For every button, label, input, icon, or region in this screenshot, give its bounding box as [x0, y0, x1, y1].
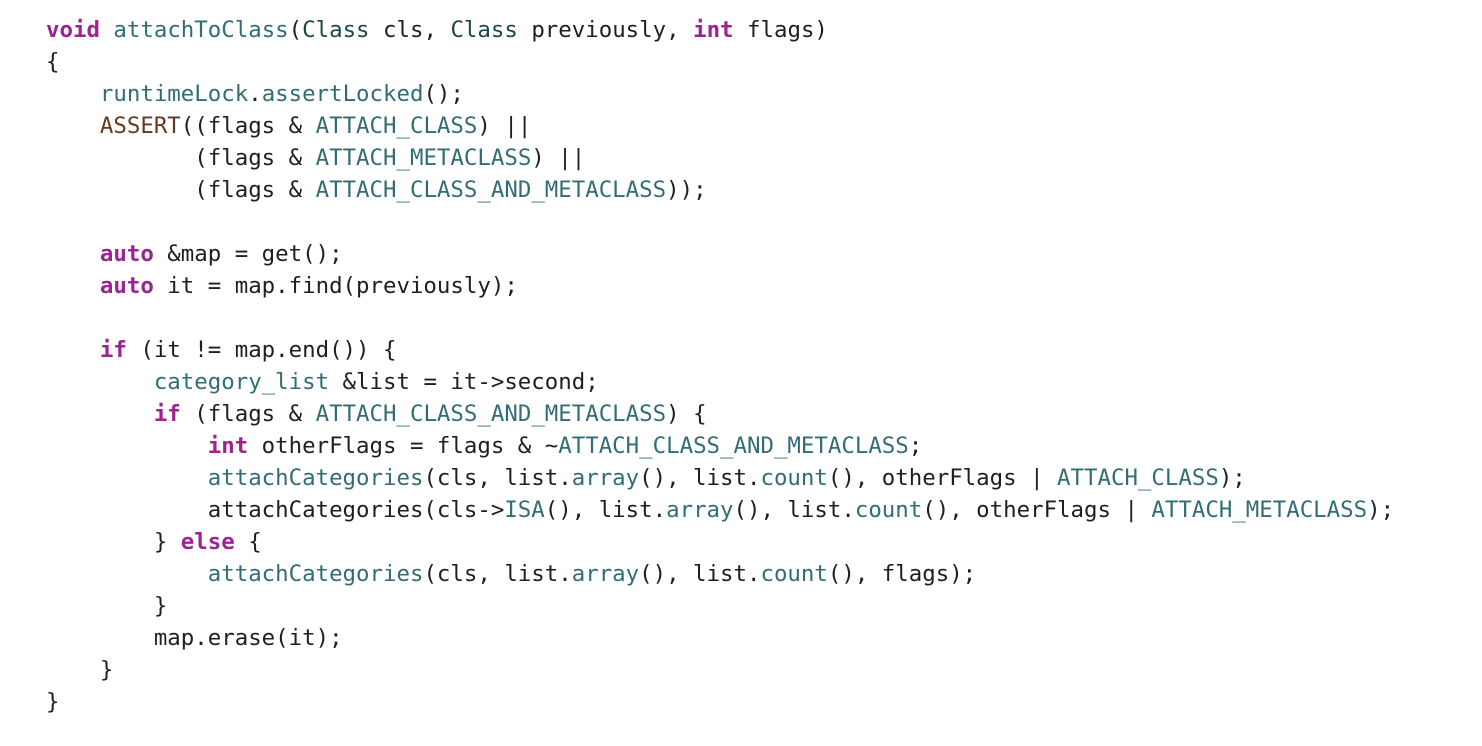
code-token-identifier: ATTACH_CLASS_AND_METACLASS [558, 433, 909, 459]
code-token-text: { [234, 529, 262, 555]
code-line: } [46, 654, 1394, 686]
code-token-text: } [153, 593, 168, 619]
code-token-text: attachCategories(cls-> [207, 497, 505, 523]
code-token-keyword: auto [99, 273, 154, 299]
code-token-identifier: attachToClass [113, 17, 289, 43]
code-token-text: } [153, 529, 181, 555]
code-token-text: (), list. [639, 465, 761, 491]
code-token-text: (cls, list. [423, 465, 572, 491]
code-token-identifier: ATTACH_METACLASS [1151, 497, 1368, 523]
code-token-text: it = map.find(previously); [153, 273, 518, 299]
code-token-text: } [99, 657, 114, 683]
code-token-text: previously, [517, 17, 694, 43]
code-token-identifier: array [571, 561, 640, 587]
code-line: if (it != map.end()) { [46, 334, 1394, 366]
code-line: void attachToClass(Class cls, Class prev… [46, 14, 1394, 46]
code-token-text: (), otherFlags | [827, 465, 1058, 491]
code-token-identifier: ATTACH_CLASS [315, 113, 478, 139]
code-token-macro: ASSERT [99, 113, 181, 139]
code-token-identifier: runtimeLock [99, 81, 249, 107]
code-line: { [46, 46, 1394, 78]
code-line: ASSERT((flags & ATTACH_CLASS) || [46, 110, 1394, 142]
code-token-text: &list = it->second; [329, 369, 599, 395]
code-token-text: ); [1367, 497, 1395, 523]
code-token-keyword: if [99, 337, 127, 363]
code-token-text: (), flags); [827, 561, 977, 587]
code-token-identifier: count [760, 465, 828, 491]
code-token-identifier: array [571, 465, 640, 491]
code-token-text: (flags & [194, 177, 316, 203]
code-token-text: (), otherFlags | [922, 497, 1152, 523]
code-token-keyword: if [153, 401, 181, 427]
code-token-text: (), list. [544, 497, 667, 523]
code-line: category_list &list = it->second; [46, 366, 1394, 398]
code-line: runtimeLock.assertLocked(); [46, 78, 1394, 110]
code-token-type-name: Class [302, 17, 370, 43]
code-line: if (flags & ATTACH_CLASS_AND_METACLASS) … [46, 398, 1394, 430]
code-token-text: map.erase(it); [153, 625, 343, 651]
code-token-identifier: ATTACH_CLASS [1057, 465, 1219, 491]
code-token-text: ( [288, 17, 303, 43]
code-token-type-name: Class [450, 17, 518, 43]
code-line: ​ [46, 302, 1394, 334]
code-block: void attachToClass(Class cls, Class prev… [46, 14, 1394, 718]
code-token-identifier: ATTACH_CLASS_AND_METACLASS [315, 401, 667, 427]
code-token-text: otherFlags = flags & ~ [248, 433, 559, 459]
code-token-keyword: else [180, 529, 235, 555]
code-line: attachCategories(cls, list.array(), list… [46, 558, 1394, 590]
code-token-identifier: array [666, 497, 734, 523]
code-token-text: . [248, 81, 262, 107]
code-token-text: )); [666, 177, 707, 203]
code-token-identifier: ATTACH_CLASS_AND_METACLASS [315, 177, 667, 203]
code-token-text: (); [423, 81, 464, 107]
code-token-text: ) { [666, 401, 707, 427]
code-token-text [100, 17, 113, 43]
code-token-text: ); [1218, 465, 1246, 491]
code-token-text: (), list. [733, 497, 855, 523]
code-token-text: } [46, 689, 60, 715]
code-token-text: ; [908, 433, 923, 459]
code-line: (flags & ATTACH_CLASS_AND_METACLASS)); [46, 174, 1394, 206]
code-token-identifier: assertLocked [261, 81, 424, 107]
code-token-text: ) || [477, 113, 532, 139]
code-token-keyword: void [46, 17, 100, 43]
code-token-keyword: auto [99, 241, 154, 267]
code-token-text: &map = get(); [153, 241, 343, 267]
code-token-keyword: int [207, 433, 249, 459]
code-line: map.erase(it); [46, 622, 1394, 654]
code-token-identifier: ISA [504, 497, 545, 523]
code-token-identifier: count [760, 561, 828, 587]
code-token-text: (), list. [639, 561, 761, 587]
code-token-text: { [46, 49, 60, 75]
code-token-text: (flags & [194, 145, 316, 171]
code-line: (flags & ATTACH_METACLASS) || [46, 142, 1394, 174]
code-token-keyword: int [693, 17, 734, 43]
code-token-identifier: attachCategories [207, 561, 424, 587]
code-token-identifier: attachCategories [207, 465, 424, 491]
code-token-text: ((flags & [180, 113, 316, 139]
code-token-identifier: ATTACH_METACLASS [315, 145, 532, 171]
code-token-text: (cls, list. [423, 561, 572, 587]
code-line: } [46, 590, 1394, 622]
code-line: attachCategories(cls->ISA(), list.array(… [46, 494, 1394, 526]
code-line: attachCategories(cls, list.array(), list… [46, 462, 1394, 494]
code-line: ​ [46, 206, 1394, 238]
code-line: } [46, 686, 1394, 718]
code-line: auto it = map.find(previously); [46, 270, 1394, 302]
code-line: } else { [46, 526, 1394, 558]
code-token-text: ) || [531, 145, 586, 171]
code-token-text: flags) [733, 17, 828, 43]
code-token-text: (flags & [180, 401, 316, 427]
code-line: int otherFlags = flags & ~ATTACH_CLASS_A… [46, 430, 1394, 462]
code-token-identifier: category_list [153, 369, 330, 395]
code-line: auto &map = get(); [46, 238, 1394, 270]
code-token-text: (it != map.end()) { [126, 337, 397, 363]
code-token-identifier: count [854, 497, 923, 523]
code-token-text: cls, [369, 17, 451, 43]
